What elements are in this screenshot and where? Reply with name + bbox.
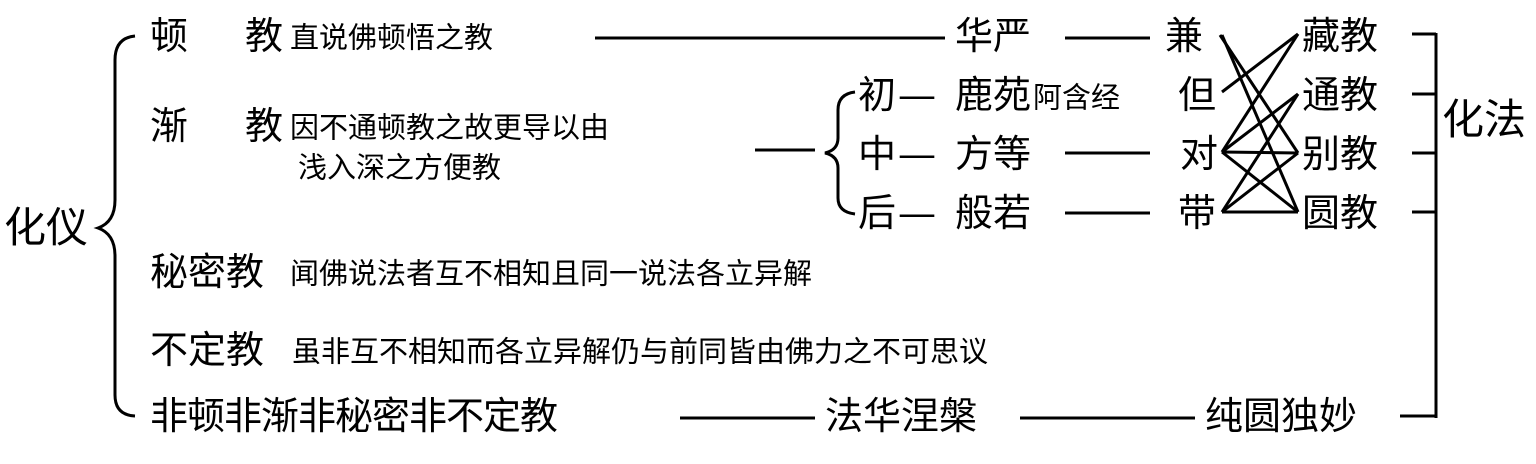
last-head: 非顿非渐非秘密非不定教 <box>150 394 558 438</box>
method-dai: 带 <box>1178 191 1217 235</box>
sutra-fangdeng: 方等 <box>955 132 1032 176</box>
dash: — <box>898 191 936 235</box>
line-dui-tong <box>1221 92 1299 154</box>
dun-sutra: 华严 <box>955 14 1032 58</box>
mimi-desc: 闻佛说法者互不相知且同一说法各立异解 <box>290 256 813 291</box>
mimi-head: 秘密教 <box>150 250 265 294</box>
dash: — <box>898 132 936 176</box>
teaching-zang: 藏教 <box>1302 14 1379 58</box>
line-dan-zang <box>1221 32 1299 94</box>
huayi-brace <box>93 34 136 418</box>
teaching-yuan: 圆教 <box>1302 191 1379 235</box>
teaching-bie: 别教 <box>1302 132 1379 176</box>
dun-desc: 直说佛顿悟之教 <box>290 20 494 55</box>
line-dai-tong <box>1220 93 1300 213</box>
note-ahan: 阿含经 <box>1033 80 1121 115</box>
stage-chu: 初 <box>858 73 897 117</box>
teaching-tong: 通教 <box>1302 73 1379 117</box>
dun-method: 兼 <box>1165 14 1204 58</box>
jian-head: 渐 <box>150 104 189 148</box>
dun-jiao: 教 <box>245 14 284 58</box>
method-dan: 但 <box>1178 73 1217 117</box>
sutra-luyuan: 鹿苑 <box>955 73 1032 117</box>
method-dui: 对 <box>1180 132 1219 176</box>
jian-desc1: 因不通顿教之故更导以由 <box>290 110 610 145</box>
line-dui-zang <box>1220 33 1300 153</box>
dun-head: 顿 <box>150 14 189 58</box>
sutra-banruo: 般若 <box>955 191 1032 235</box>
dash: — <box>898 73 936 117</box>
line-dai-bie <box>1221 151 1299 214</box>
stage-zhong: 中 <box>858 132 897 176</box>
buding-head: 不定教 <box>150 328 265 372</box>
jian-jiao: 教 <box>245 104 284 148</box>
last-method: 纯圆独妙 <box>1205 394 1358 438</box>
root-huayi: 化仪 <box>4 203 89 252</box>
jian-desc2: 浅入深之方便教 <box>298 150 502 185</box>
stages-brace <box>824 90 856 216</box>
last-sutra: 法华涅槃 <box>825 394 978 438</box>
buding-desc: 虽非互不相知而各立异解仍与前同皆由佛力之不可思议 <box>292 334 989 369</box>
stage-hou: 后 <box>858 191 897 235</box>
root-huafa: 化法 <box>1442 95 1527 144</box>
